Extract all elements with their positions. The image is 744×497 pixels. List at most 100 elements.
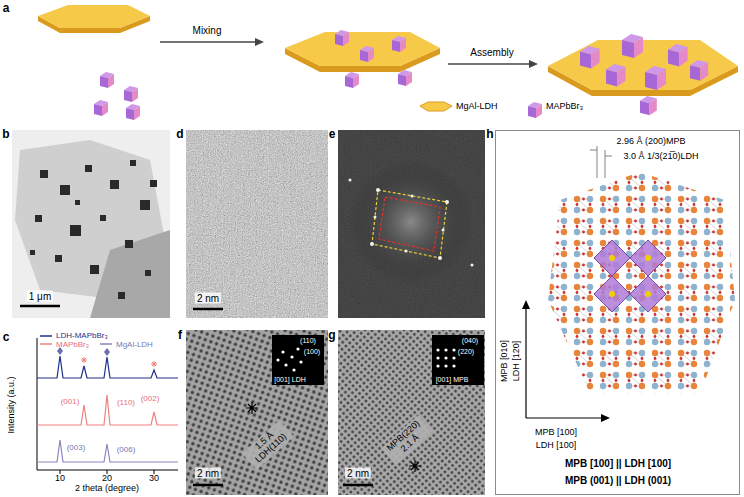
tem-image-b [110,180,119,189]
panel-frame: 2.96 Å (200)MPB 3.0 Å 1/3(21̅0)LDH MPB [01… [495,130,740,495]
xrd-chart [100,343,112,345]
spot-label: [001] LDH [274,376,306,384]
lattice-image-g [338,330,485,495]
structure-label: MPB [100] [535,428,577,438]
legend-hexagon-swatch [420,102,452,111]
axis-title: Intensity (a.u.) [7,376,17,433]
xrd-chart [81,357,87,363]
lattice-image-f [276,347,302,371]
ldh-sheet-middle [285,32,440,66]
xrd-chart [40,343,52,345]
xrd-chart [37,440,178,462]
lattice-image-g [436,348,439,351]
hrtem-image-d [186,130,328,318]
fft-image-e [442,229,445,232]
lattice-image-f [284,363,287,366]
tem-image-b [30,250,35,255]
ldh-sheet-middle [285,30,440,88]
scale-label: 2 nm [345,468,371,479]
fft-image-e [349,160,473,284]
xrd-chart [37,336,178,474]
tem-image-b [20,305,60,308]
fft-image-e [349,179,352,182]
crystal-structure-h [609,255,615,261]
tem-image-b [12,130,170,318]
structure-label: 3.0 Å 1/3(21̅0)LDH [623,152,698,162]
lattice-image-f [292,368,295,371]
fft-image-e [405,250,408,253]
ldh-sheet-middle [335,30,349,46]
lattice-image-g [452,364,455,367]
step-label: Mixing [193,25,222,36]
scale-label: 2 nm [195,468,221,479]
lattice-image-f [193,484,223,487]
axis-arrows-h [601,414,610,422]
structure-label: MPB [010] [500,340,510,382]
legend-text: MAPbBr₃ [56,341,89,350]
fft-image-e [338,130,485,318]
xrd-chart [104,348,110,356]
legend-hexagon-swatch [420,102,452,111]
ldh-sheet-right [690,60,708,81]
legend-cube-swatch [528,102,542,118]
lattice-image-g [432,335,484,385]
tem-image-b [90,230,170,318]
lattice-image-f [281,350,284,353]
tick-label: 10 [55,474,65,484]
crystal-structure-h [630,276,666,312]
crystal-structure-h [597,146,605,178]
ldh-sheet-right [668,44,688,66]
panel-letter: h [486,128,493,141]
tick-label: 30 [149,474,159,484]
crystal-structure-h [594,240,666,312]
mixing-arrow [255,38,264,46]
lattice-image-g [436,348,455,367]
fft-image-e [471,264,474,267]
tem-image-b [100,215,106,221]
fft-image-e [411,195,414,198]
free-cubes [94,72,140,120]
fft-image-e [370,242,374,246]
axis-arrows-h [522,300,610,422]
lattice-image-f [272,335,324,385]
peak-label: (006) [117,446,136,455]
structure-label: 2.96 Å (200)MPB [616,137,685,147]
lattice-image-g [444,356,447,359]
tem-image-b [12,130,170,318]
crystal-structure-h [630,240,666,276]
free-cubes [124,86,138,102]
free-cubes [94,100,108,116]
tick-label: 20 [102,474,112,484]
crystal-structure-h [645,255,651,261]
lattice-image-f [246,402,258,414]
xrd-chart [40,335,52,337]
peak-label: (003) [67,444,86,453]
structure-label: MPB [100] || LDH [100] [565,458,671,469]
lattice-image-f [186,330,328,495]
tem-image-b [75,200,80,205]
axis-title: 2 theta (degree) [75,484,139,494]
crystal-structure-h [594,276,630,312]
ldh-sheet-right [622,34,643,58]
free-cubes [100,72,114,88]
panel-letter: c [3,331,10,344]
legend-text: MAPbBr₃ [546,102,583,112]
tem-image-b [40,170,48,178]
fft-image-e [349,179,474,267]
ldh-sheet-right [606,64,626,86]
ldh-sheet-right [640,96,657,115]
fft-image-e [438,256,442,260]
xrd-chart [37,356,178,378]
legend-text: MgAl-LDH [116,341,153,350]
hrtem-image-d [193,308,223,311]
tem-image-b [55,255,62,262]
peak-label: (002) [141,395,160,404]
fft-image-e [376,188,380,192]
legend-text: LDH-MAPbBr₃ [56,332,108,341]
lattice-image-g [436,356,439,359]
lattice-image-g [338,330,485,495]
xrd-chart [37,395,178,425]
fft-image-e [338,130,485,318]
ldh-sheet-middle [392,36,406,52]
tem-image-b [30,160,157,299]
